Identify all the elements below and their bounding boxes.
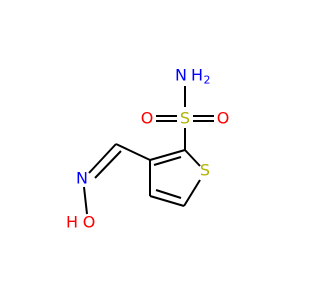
atom-h-oxime: H — [66, 213, 78, 232]
bond-c2-c3-inner — [153, 156, 182, 166]
atom-o-oxime: O — [83, 213, 96, 232]
atom-o-right: O — [217, 109, 230, 128]
bond-c4-c5-inner — [155, 189, 182, 199]
atom-n-amide: N — [175, 66, 187, 85]
atom-s-ring: S — [200, 161, 210, 180]
atom-o-left: O — [141, 109, 154, 128]
bond-c3-ch — [115, 143, 151, 161]
bond-sring-c2 — [184, 149, 201, 167]
atom-s-sulfonyl: S — [180, 109, 190, 128]
bond-ch-n-a — [88, 143, 117, 174]
bond-c4-c5 — [149, 195, 185, 207]
bonds — [83, 86, 214, 215]
bond-c5-sring — [183, 179, 201, 207]
molecule-structure: N H 2 S O O S N O H — [66, 66, 229, 232]
atom-labels: N H 2 S O O S N O H — [66, 66, 229, 232]
bond-ch-n-b — [94, 150, 122, 179]
atom-h2-subscript: 2 — [204, 74, 211, 87]
atom-h-amide: H — [191, 66, 203, 85]
bond-c2-c3 — [149, 149, 186, 161]
atom-n-oxime: N — [76, 169, 88, 188]
bond-n-o-oxime — [83, 186, 88, 215]
